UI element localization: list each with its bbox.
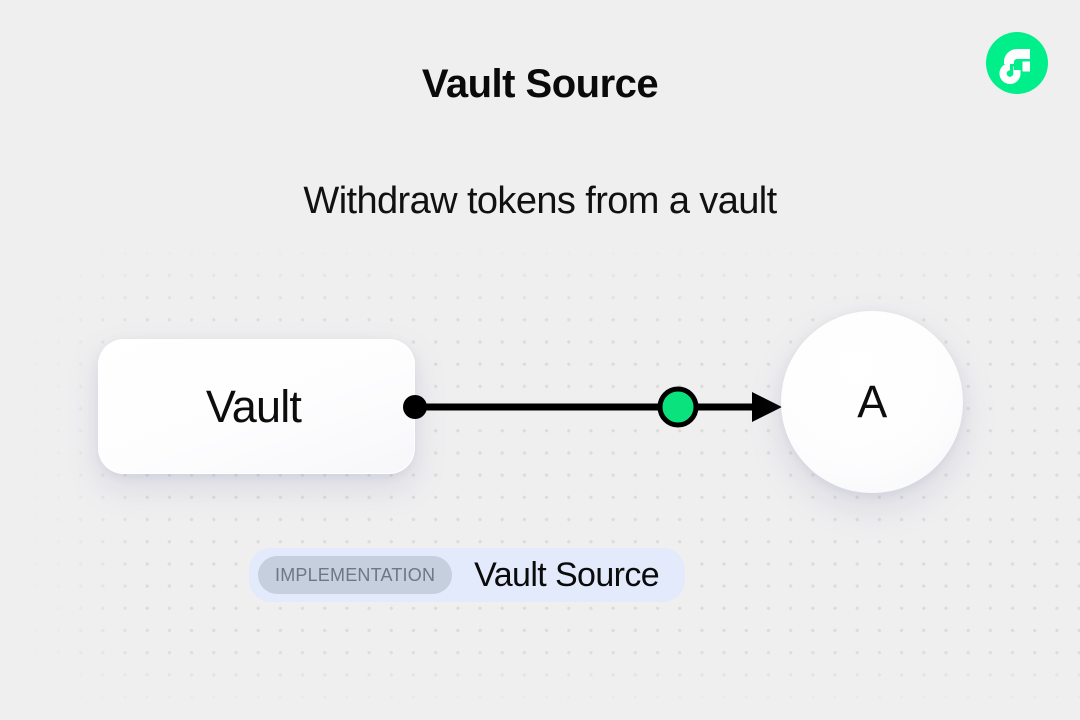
node-vault[interactable]: Vault bbox=[98, 339, 415, 474]
page-subtitle: Withdraw tokens from a vault bbox=[303, 180, 777, 222]
edge-midpoint-dot[interactable] bbox=[657, 386, 699, 428]
arrow-right-icon bbox=[752, 392, 782, 422]
node-a[interactable]: A bbox=[781, 311, 963, 493]
implementation-tag-label: IMPLEMENTATION bbox=[275, 564, 436, 585]
page-title: Vault Source bbox=[421, 62, 659, 106]
node-a-label: A bbox=[857, 376, 887, 427]
flow-logo-icon bbox=[986, 32, 1048, 94]
implementation-tag: IMPLEMENTATION bbox=[258, 556, 453, 594]
node-vault-label: Vault bbox=[205, 380, 302, 432]
implementation-name: Vault Source bbox=[474, 555, 660, 594]
implementation-badge[interactable]: IMPLEMENTATION Vault Source bbox=[249, 548, 686, 602]
